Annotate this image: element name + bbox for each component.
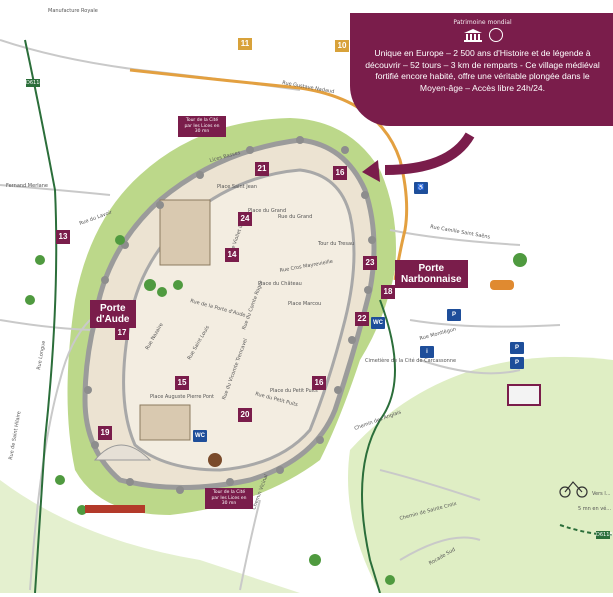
green-zone-southwest bbox=[0, 480, 300, 593]
label-place-auguste: Place Auguste Pierre Pont bbox=[150, 394, 214, 400]
parking-icon: P bbox=[447, 309, 461, 321]
label-manufacture: Manufacture Royale bbox=[48, 8, 98, 14]
porte-narbonnaise-label: Porte Narbonnaise bbox=[395, 260, 468, 288]
green-route-left bbox=[24, 39, 58, 594]
label-vers: Vers l... bbox=[592, 491, 611, 497]
horse-rider-icon bbox=[208, 453, 222, 467]
tour-cite-box-top: Tour de la Cité par les Lices en 30 mn bbox=[178, 116, 226, 137]
unesco-temple-icon bbox=[463, 29, 482, 42]
label-5mn: 5 mn en vé... bbox=[578, 505, 611, 512]
heritage-circle-icon bbox=[488, 28, 503, 42]
porte-aude-label: Porte d'Aude bbox=[90, 300, 136, 328]
info-icon: i bbox=[420, 346, 434, 358]
basilique bbox=[139, 404, 191, 441]
parking-icon-2: P bbox=[510, 342, 524, 354]
marker-22[interactable]: 22 bbox=[355, 312, 369, 326]
marker-21[interactable]: 21 bbox=[255, 162, 269, 176]
label-place-st-jean: Place Saint Jean bbox=[217, 184, 257, 190]
orange-road bbox=[129, 68, 409, 281]
marker-18[interactable]: 18 bbox=[381, 285, 395, 299]
petit-train bbox=[85, 505, 145, 513]
theatre bbox=[93, 444, 152, 461]
marker-19[interactable]: 19 bbox=[98, 426, 112, 440]
label-rue-grand: Rue du Grand bbox=[278, 214, 312, 220]
car-icon bbox=[490, 280, 514, 290]
unesco-banner: Patrimoine mondial Unique en Europe – 2 … bbox=[350, 13, 613, 126]
bicycle-icon bbox=[559, 481, 588, 498]
green-route-south bbox=[361, 299, 396, 594]
label-rue-longue: Rue Longue bbox=[36, 340, 47, 370]
bus-icon bbox=[507, 384, 541, 406]
marker-17[interactable]: 17 bbox=[115, 326, 129, 340]
unesco-logos bbox=[364, 28, 601, 42]
marker-13[interactable]: 13 bbox=[56, 230, 70, 244]
chateau-comtal bbox=[159, 199, 211, 266]
label-place-chateau: Place du Château bbox=[258, 280, 302, 287]
accessibility-icon: ♿ bbox=[414, 182, 428, 194]
wc-icon: WC bbox=[371, 317, 385, 329]
label-place-grand: Place du Grand bbox=[248, 208, 286, 214]
unesco-caption: Patrimoine mondial bbox=[453, 19, 512, 26]
route-shield-right: D6118 bbox=[596, 531, 613, 539]
marker-24[interactable]: 24 bbox=[238, 212, 252, 226]
label-place-marcou: Place Marcou bbox=[288, 301, 321, 307]
green-zone-southeast bbox=[348, 356, 613, 593]
arrow-icon bbox=[384, 132, 475, 175]
route-shield-left: D6118 bbox=[26, 79, 43, 87]
marker-10[interactable]: 10 bbox=[335, 40, 349, 52]
label-place-petit-puits: Place du Petit Puits bbox=[270, 388, 318, 394]
marker-20[interactable]: 20 bbox=[238, 408, 252, 422]
marker-16b[interactable]: 16 bbox=[312, 376, 326, 390]
marker-16a[interactable]: 16 bbox=[333, 166, 347, 180]
marker-23[interactable]: 23 bbox=[363, 256, 377, 270]
marker-11[interactable]: 11 bbox=[238, 38, 252, 50]
marker-14[interactable]: 14 bbox=[225, 248, 239, 262]
label-fermand: Fernand Merlane bbox=[6, 183, 48, 189]
label-tour-tresau: Tour du Tresau bbox=[317, 241, 354, 247]
banner-description: Unique en Europe – 2 500 ans d'Histoire … bbox=[365, 48, 600, 93]
label-cimetiere: Cimetière de la Cité de Carcassonne bbox=[365, 357, 456, 364]
parking-icon-3: P bbox=[510, 357, 524, 369]
marker-15[interactable]: 15 bbox=[175, 376, 189, 390]
wc-icon-2: WC bbox=[193, 430, 207, 442]
tour-cite-box-bottom: Tour de la Cité par les Lices en 30 mn bbox=[205, 488, 253, 509]
